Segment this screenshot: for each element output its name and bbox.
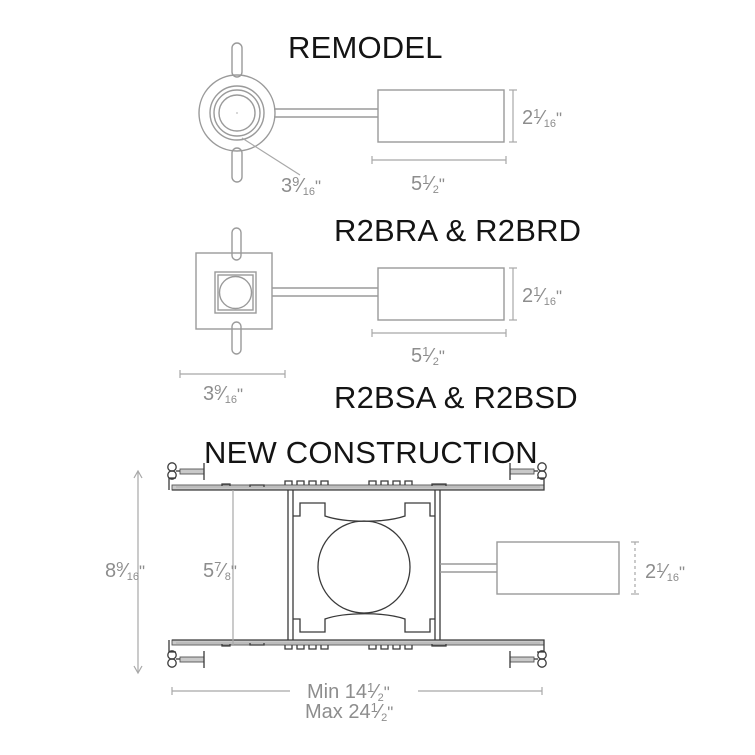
heading-new-construction: NEW CONSTRUCTION — [204, 435, 538, 470]
square-length-label: 51⁄2" — [411, 344, 445, 368]
bar-span-dimension: Min 141⁄2" Max 241⁄2" — [171, 680, 543, 724]
bar-hanger-bracket-top-left — [167, 462, 205, 480]
section-new-construction: R2BSA & R2BSD NEW CONSTRUCTION — [105, 380, 685, 724]
round-trim-connector — [274, 108, 378, 118]
square-trim-connector — [272, 287, 378, 297]
square-length-dimension: 51⁄2" — [371, 329, 507, 368]
housing-body — [287, 490, 497, 645]
section-square-remodel: R2BRA & R2BRD 21⁄16" — [179, 213, 581, 406]
square-width-dimension: 39⁄16" — [179, 370, 286, 406]
new-construction-driver-height-dimension: 21⁄16" — [631, 541, 685, 595]
bar-hanger-bottom-notches — [221, 643, 447, 650]
square-trim-spring-clips — [231, 227, 242, 355]
remodel-driver-box — [377, 89, 505, 143]
square-width-label: 39⁄16" — [203, 382, 243, 406]
overall-height-dimension: 89⁄16" — [105, 469, 145, 675]
remodel-height-label: 21⁄16" — [522, 106, 562, 130]
round-trim — [198, 74, 276, 152]
overall-height-label: 89⁄16" — [105, 559, 145, 583]
bar-hanger-top — [167, 462, 547, 491]
square-trim — [195, 252, 273, 330]
new-construction-driver-height-label: 21⁄16" — [645, 560, 685, 584]
bar-hanger-top-notches — [221, 480, 447, 487]
housing-height-label: 57⁄8" — [203, 559, 237, 583]
remodel-length-dimension: 51⁄2" — [371, 156, 507, 196]
remodel-diameter-label: 39⁄16" — [281, 174, 321, 198]
bar-span-max-label: Max 241⁄2" — [305, 700, 393, 724]
bar-span-min-label: Min 141⁄2" — [307, 680, 390, 704]
bar-hanger-bracket-bottom-right — [509, 650, 547, 668]
heading-square-model: R2BSA & R2BSD — [334, 380, 578, 415]
remodel-length-label: 51⁄2" — [411, 172, 445, 196]
section-remodel: REMODEL 21⁄16" — [198, 30, 562, 198]
bar-hanger-bracket-bottom-left — [167, 650, 205, 668]
new-construction-driver-box — [496, 541, 620, 595]
bar-hanger-bottom — [167, 639, 547, 668]
remodel-diameter-dimension: 39⁄16" — [241, 137, 321, 198]
square-height-label: 21⁄16" — [522, 284, 562, 308]
bar-hanger-bracket-top-right — [509, 462, 547, 480]
housing-height-dimension: 57⁄8" — [203, 490, 237, 645]
remodel-height-dimension: 21⁄16" — [509, 89, 562, 143]
round-trim-spring-clips — [231, 42, 243, 183]
square-driver-box — [377, 267, 505, 321]
square-height-dimension: 21⁄16" — [509, 267, 562, 321]
heading-round-model: R2BRA & R2BRD — [334, 213, 581, 248]
heading-remodel: REMODEL — [288, 30, 443, 65]
